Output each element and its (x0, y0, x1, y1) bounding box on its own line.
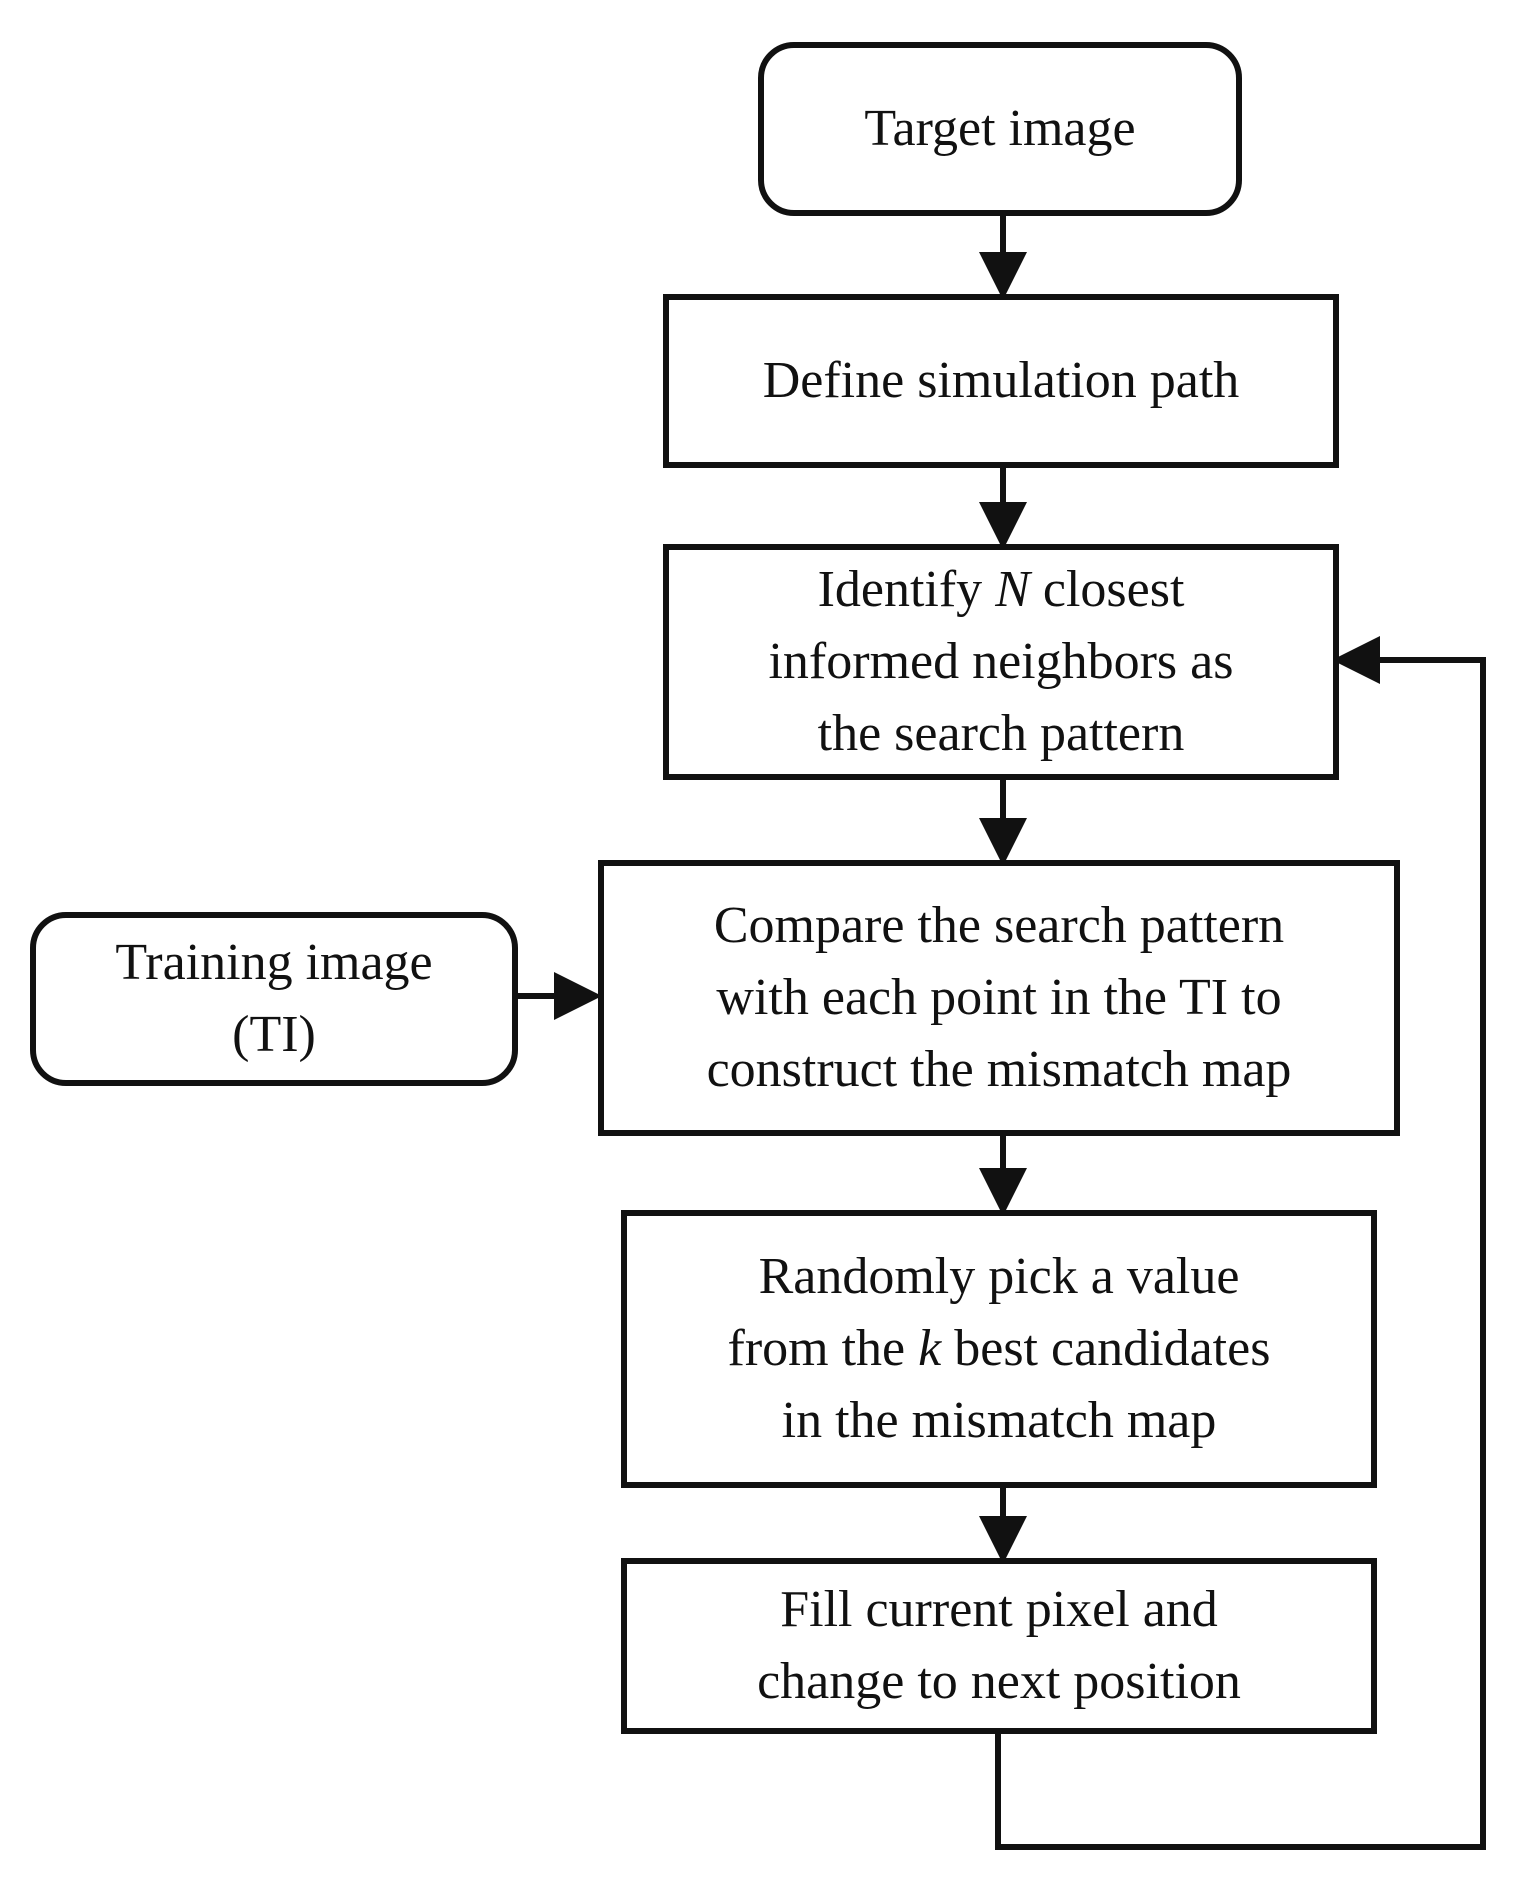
random-pick-line-2-post: best candidates (941, 1320, 1271, 1377)
compare-pattern-line-1: Compare the search pattern (713, 897, 1285, 954)
compare-pattern-line-2: with each point in the TI to (716, 969, 1282, 1026)
identify-neighbors-line-1-pre: Identify (817, 561, 996, 618)
identify-neighbors-variable-n: N (995, 561, 1030, 618)
random-pick-line-1: Randomly pick a value (758, 1248, 1240, 1305)
identify-neighbors-line-3: the search pattern (817, 705, 1185, 762)
target-image-label: Target image (864, 100, 1136, 157)
target-image-node: Target image (758, 42, 1242, 216)
fill-pixel-node: Fill current pixel and change to next po… (621, 1558, 1377, 1734)
training-image-node: Training image (TI) (30, 912, 518, 1086)
arrow-loop-back (995, 636, 1486, 1850)
fill-pixel-line-1: Fill current pixel and (780, 1581, 1218, 1638)
define-simulation-path-node: Define simulation path (663, 294, 1339, 468)
compare-pattern-node: Compare the search pattern with each poi… (598, 860, 1400, 1136)
training-image-label-line-1: Training image (115, 934, 433, 991)
random-pick-line-2: from the k best candidates (728, 1313, 1271, 1385)
fill-pixel-line-2: change to next position (757, 1653, 1241, 1710)
identify-neighbors-line-1: Identify N closest (818, 554, 1185, 626)
identify-neighbors-line-2: informed neighbors as (768, 633, 1234, 690)
identify-neighbors-node: Identify N closest informed neighbors as… (663, 544, 1339, 780)
compare-pattern-line-3: construct the mismatch map (706, 1041, 1292, 1098)
random-pick-variable-k: k (918, 1320, 942, 1377)
random-pick-line-3: in the mismatch map (781, 1392, 1217, 1449)
training-image-label-line-2: (TI) (232, 1006, 316, 1063)
identify-neighbors-line-1-post: closest (1029, 561, 1185, 618)
random-pick-line-2-pre: from the (727, 1320, 919, 1377)
define-simulation-path-label: Define simulation path (762, 352, 1240, 409)
random-pick-node: Randomly pick a value from the k best ca… (621, 1210, 1377, 1488)
